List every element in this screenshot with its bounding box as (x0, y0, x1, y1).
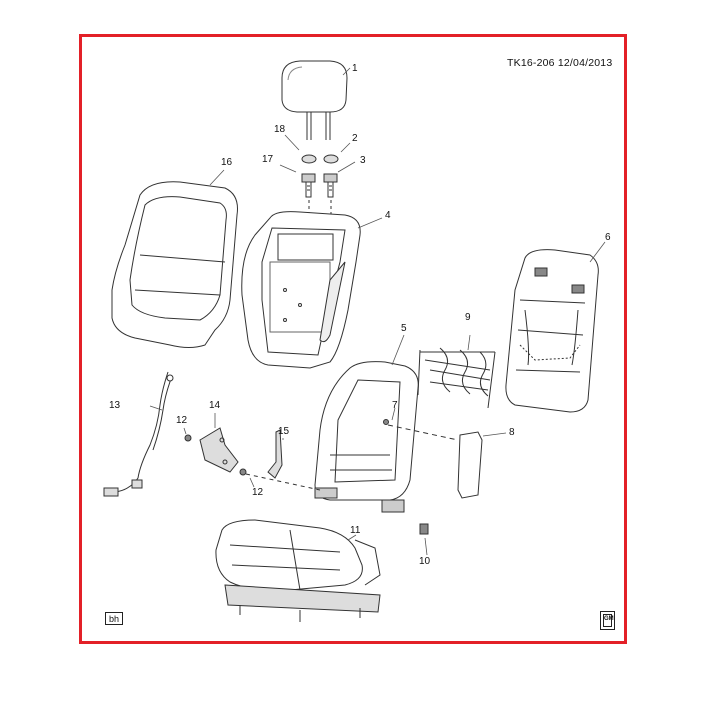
reference-code: TK16-206 12/04/2013 (507, 57, 613, 69)
gm-logo-text: GM (603, 614, 614, 627)
bolt-12-center (239, 468, 247, 476)
bushing-18 (301, 154, 317, 164)
rear-panel (505, 249, 599, 413)
seatback-frame (314, 361, 419, 513)
callout-4: 4 (385, 210, 391, 221)
bh-badge: bh (105, 612, 123, 625)
callout-7: 7 (392, 400, 398, 411)
fastener-10 (419, 523, 429, 535)
fastener-7 (383, 419, 389, 425)
callout-14: 14 (209, 400, 221, 411)
bolt-12-left (184, 434, 192, 442)
guide-17 (301, 173, 316, 198)
callout-17: 17 (262, 154, 274, 165)
callout-11: 11 (350, 525, 361, 536)
callout-6: 6 (605, 232, 611, 243)
side-bolster (457, 431, 483, 499)
callout-12-center: 12 (252, 487, 264, 498)
callout-10: 10 (419, 556, 431, 567)
callout-8: 8 (509, 427, 515, 438)
gm-logo: GM (600, 611, 615, 630)
callout-5: 5 (401, 323, 407, 334)
hook-part (267, 429, 283, 479)
bracket-part (199, 427, 239, 473)
callout-15: 15 (278, 426, 290, 437)
wire-harness (103, 371, 174, 497)
callout-12-left: 12 (176, 415, 188, 426)
lumbar-spring (417, 347, 496, 409)
callout-3: 3 (360, 155, 366, 166)
callout-9: 9 (465, 312, 471, 323)
seatback-pad (241, 211, 361, 369)
guide-3 (323, 173, 338, 198)
callout-13: 13 (109, 400, 121, 411)
callout-1: 1 (352, 63, 358, 74)
seat-cushion (215, 519, 381, 622)
callout-18: 18 (274, 124, 286, 135)
callout-2: 2 (352, 133, 358, 144)
callout-16: 16 (221, 157, 233, 168)
headrest-part (281, 60, 348, 140)
bushing-2 (323, 154, 339, 164)
seatback-cover (111, 181, 238, 348)
